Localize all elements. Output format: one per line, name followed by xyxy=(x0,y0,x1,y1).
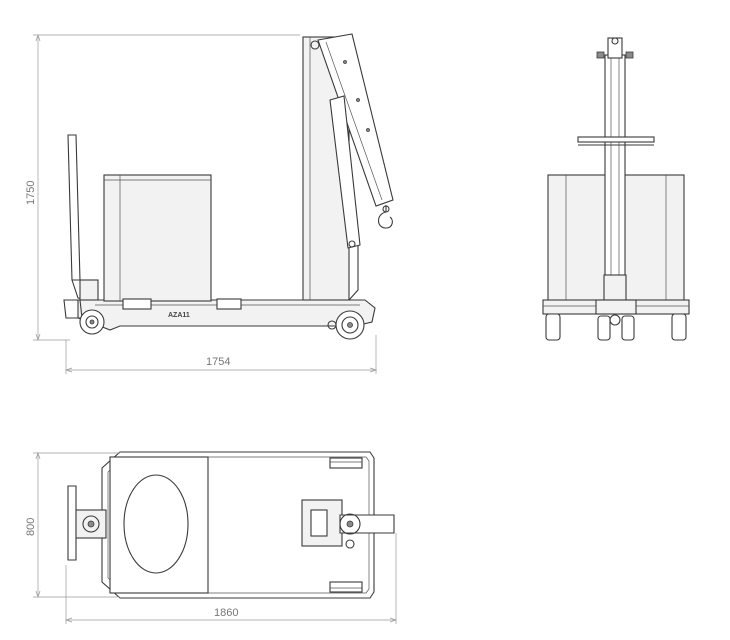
front-mast xyxy=(604,54,626,301)
side-view: AZA11 xyxy=(63,33,394,340)
side-handle xyxy=(67,134,81,281)
side-piston xyxy=(329,95,361,249)
top-view xyxy=(67,451,395,599)
side-length-dimension: 1754 xyxy=(64,335,378,374)
top-length-dimension: 1860 xyxy=(64,533,398,624)
top-circular-plate xyxy=(123,474,189,574)
front-crossbar xyxy=(577,136,655,143)
side-length-label: 1754 xyxy=(206,356,230,368)
side-boom xyxy=(317,33,394,207)
side-counterweight-box xyxy=(103,174,212,302)
front-left-wheel xyxy=(545,313,561,341)
top-length-label: 1860 xyxy=(214,607,238,619)
front-view xyxy=(542,37,690,341)
side-height-dimension: 1750 xyxy=(25,33,300,342)
side-logo-text: AZA11 xyxy=(168,312,190,319)
side-hook xyxy=(377,211,393,229)
front-right-wheel xyxy=(671,313,687,341)
side-height-label: 1750 xyxy=(25,181,37,205)
top-width-dimension: 800 xyxy=(25,451,120,599)
top-handle xyxy=(67,485,77,561)
top-width-label: 800 xyxy=(25,518,37,536)
